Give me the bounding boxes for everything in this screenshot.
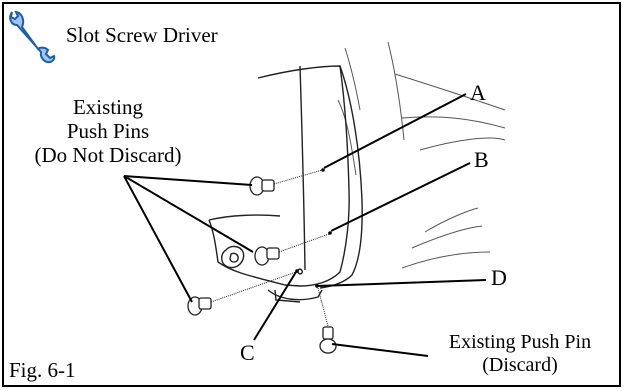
push-pin-3 — [187, 271, 297, 316]
callout-line: Existing — [72, 95, 143, 119]
callout-line: Existing Push Pin — [448, 331, 592, 353]
figure-frame — [2, 2, 621, 387]
callout-line: Push Pins — [66, 119, 150, 144]
callout-a: A — [470, 80, 486, 105]
existing-push-pin-discard-label: Existing Push Pin (Discard) — [425, 331, 615, 377]
tool-label: Slot Screw Driver — [66, 23, 218, 47]
background-lines — [337, 41, 506, 269]
callout-line: (Discard) — [482, 354, 558, 376]
leader-lines — [123, 93, 487, 357]
callout-line: (Do Not Discard) — [34, 143, 182, 168]
existing-push-pins-label: Existing Push Pins (Do Not Discard) — [18, 95, 198, 167]
figure-label: Fig. 6-1 — [9, 358, 76, 382]
callout-b: B — [474, 147, 489, 172]
fender-panel — [208, 65, 363, 303]
wrench-icon — [9, 10, 56, 64]
push-pin-2 — [254, 233, 330, 266]
push-pin-1 — [249, 169, 323, 196]
callout-d: D — [491, 265, 507, 290]
push-pin-discard — [317, 287, 337, 354]
callout-c: C — [240, 340, 255, 365]
